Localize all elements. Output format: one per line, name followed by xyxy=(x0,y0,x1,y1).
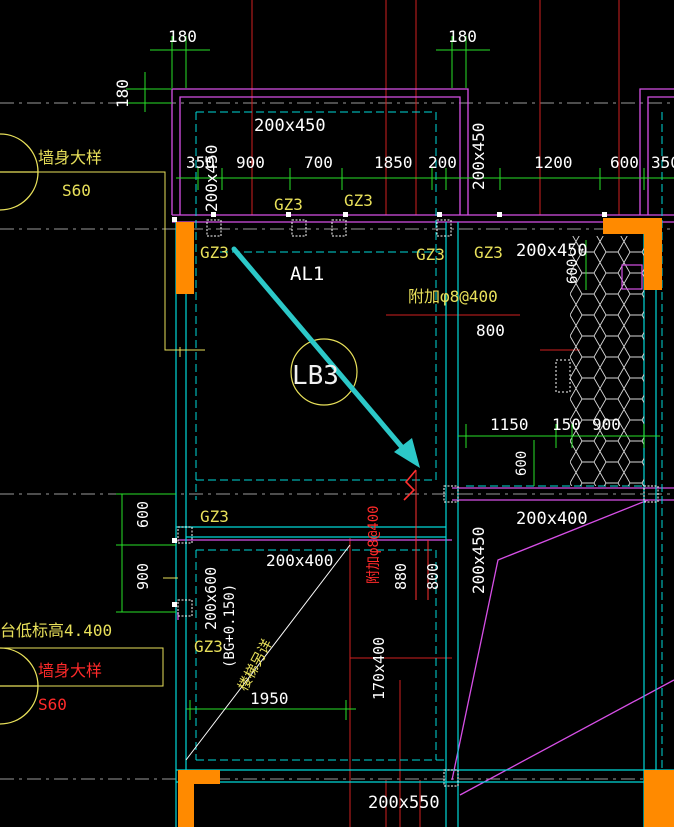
dim-600: 600 xyxy=(610,153,639,172)
dim-1150: 1150 xyxy=(490,415,529,434)
beam-mid-vert-200x450: 200x450 xyxy=(469,123,488,190)
wall-detail-bottom-label: 墙身大样 xyxy=(38,661,102,680)
dimension-lines xyxy=(116,36,674,720)
beam-top-200x450: 200x450 xyxy=(254,116,326,136)
beam-left-vert-200x450: 200x450 xyxy=(202,145,221,212)
dim-top-right-180: 180 xyxy=(448,27,477,46)
gz3-lower-left: GZ3 xyxy=(200,507,229,526)
wall-detail-bottom-ref: S60 xyxy=(38,695,67,714)
gz-markers xyxy=(177,219,659,787)
wall-detail-top-ref: S60 xyxy=(62,181,91,200)
gz3-top-1: GZ3 xyxy=(274,195,303,214)
beam-lower-vert-200x450: 200x450 xyxy=(469,527,488,594)
small-hatch-detail xyxy=(555,359,571,393)
dim-900-vert-left: 900 xyxy=(134,563,152,590)
dim-600-vert-left: 600 xyxy=(134,501,152,528)
column-bottom-right xyxy=(644,770,674,827)
beam-bg-level: (BG+0.150) xyxy=(222,584,238,668)
gz3-top-2: GZ3 xyxy=(344,191,373,210)
dim-880: 880 xyxy=(392,563,410,590)
dim-700: 700 xyxy=(304,153,333,172)
dim-200: 200 xyxy=(428,153,457,172)
dashed-wall-lines xyxy=(195,111,663,827)
slab-label-circle xyxy=(290,338,358,406)
dim-1950: 1950 xyxy=(250,689,289,708)
rebar-note-top: 附加φ8@400 xyxy=(408,287,498,306)
rebar-note-vertical: 附加φ8@400 xyxy=(366,505,382,584)
stair-lines xyxy=(185,544,351,761)
rebar-zigzag xyxy=(403,469,417,501)
beam-bottom-200x550: 200x550 xyxy=(368,793,440,813)
dim-150: 150 xyxy=(552,415,581,434)
beam-mid-200x400: 200x400 xyxy=(516,509,588,529)
dim-side-180: 180 xyxy=(113,79,132,108)
dim-top-left-180: 180 xyxy=(168,27,197,46)
dim-1850: 1850 xyxy=(374,153,413,172)
beam-lower-200x400: 200x400 xyxy=(266,551,333,570)
callout-leaders xyxy=(0,171,205,687)
columns xyxy=(176,218,674,827)
small-opening xyxy=(621,264,643,290)
dim-350-right: 350 xyxy=(651,153,674,172)
beam-200x600: 200x600 xyxy=(202,567,220,630)
gz3-mid-1: GZ3 xyxy=(416,245,445,264)
callout-circles xyxy=(0,133,39,725)
beam-right-200x450: 200x450 xyxy=(516,241,588,261)
column-left-top xyxy=(176,222,194,294)
balcony-level-label: 台低标高4.400 xyxy=(0,621,112,640)
hatched-area xyxy=(570,236,644,486)
dim-900: 900 xyxy=(236,153,265,172)
dim-350-left: 350 xyxy=(186,153,215,172)
beam-label-al1: AL1 xyxy=(290,263,324,285)
grid-axes xyxy=(0,102,674,780)
slab-label-lb3: LB3 xyxy=(292,361,339,391)
white-node-dots xyxy=(172,212,607,607)
column-right-top-v xyxy=(644,218,662,290)
annotation-arrow xyxy=(231,246,420,468)
column-bottom-left-v xyxy=(178,770,194,827)
wall-detail-top-label: 墙身大样 xyxy=(38,148,102,167)
dim-600-vert: 600 xyxy=(514,451,530,476)
dim-800: 800 xyxy=(476,321,505,340)
gz3-mid-2: GZ3 xyxy=(474,243,503,262)
column-right-top-h xyxy=(603,218,653,234)
gz3-bottom-left: GZ3 xyxy=(194,637,223,656)
dim-600-vert-right: 600 xyxy=(565,259,581,284)
beam-outlines xyxy=(171,88,674,796)
beam-170x400: 170x400 xyxy=(370,637,388,700)
dim-1200: 1200 xyxy=(534,153,573,172)
gz3-left: GZ3 xyxy=(200,243,229,262)
dim-900-right: 900 xyxy=(592,415,621,434)
wall-lines xyxy=(175,222,674,827)
dim-800-vert: 800 xyxy=(424,563,442,590)
